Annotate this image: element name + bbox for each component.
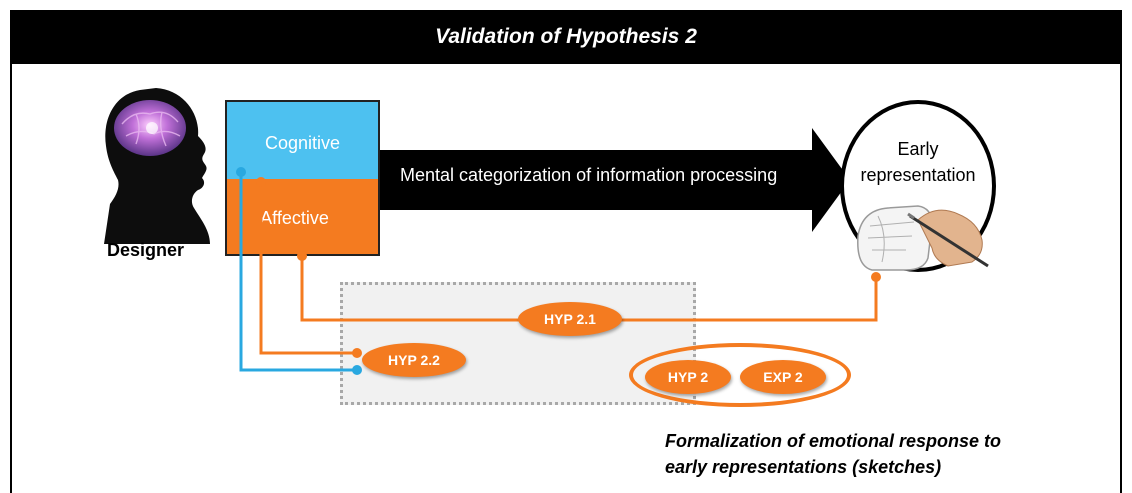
affective-label: Affective (260, 208, 329, 228)
exp-2-badge: EXP 2 (740, 360, 826, 394)
caption-line2: early representations (sketches) (665, 457, 942, 477)
caption-line1: Formalization of emotional response to (665, 431, 1002, 451)
early-representation-line2: representation (860, 165, 976, 185)
title-bar: Validation of Hypothesis 2 (10, 10, 1122, 64)
mind-box: Cognitive Affective (225, 100, 380, 256)
early-representation-line1: Early (897, 139, 939, 159)
hyp-exp-ring (629, 343, 851, 407)
diagram-title: Validation of Hypothesis 2 (435, 25, 697, 48)
left-border (10, 64, 12, 493)
process-arrow (380, 128, 850, 232)
head-with-brain-icon (104, 88, 210, 244)
hand-sketching-icon (857, 205, 989, 271)
early-representation-label: Early representation (820, 136, 1016, 188)
cognitive-label: Cognitive (264, 133, 341, 153)
hyp-2-1-badge: HYP 2.1 (518, 302, 622, 336)
hyp-2-badge: HYP 2 (645, 360, 731, 394)
hyp-2-2-badge: HYP 2.2 (362, 343, 466, 377)
right-border (1120, 64, 1122, 493)
process-arrow-label: Mental categorization of information pro… (400, 165, 778, 185)
affective-region (227, 179, 378, 254)
cognitive-region (227, 102, 378, 179)
designer-label: Designer (107, 240, 185, 260)
caption: Formalization of emotional response to e… (665, 428, 1001, 480)
